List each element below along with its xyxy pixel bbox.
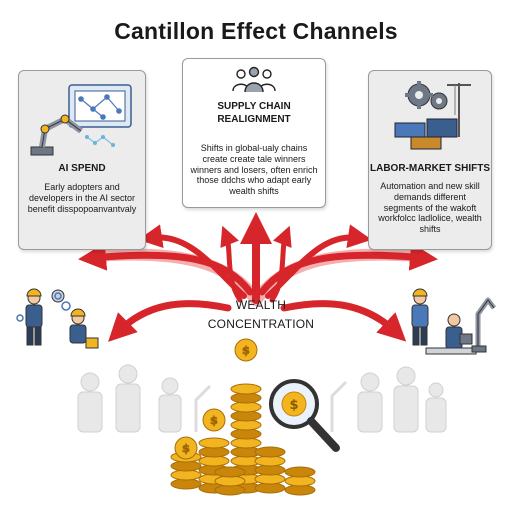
coin <box>214 466 246 478</box>
dollar-coin <box>234 338 258 362</box>
supply-chain-title-line-2: REALIGNMENT <box>217 113 291 125</box>
dollar-coin <box>202 408 226 432</box>
arrow-inner-left <box>220 225 243 303</box>
dollar-sign-icon: $ <box>182 442 190 455</box>
dollar-sign-icon: $ <box>242 344 250 357</box>
coin <box>230 383 262 395</box>
labor-market-title: LABOR-MARKET SHIFTS <box>370 163 490 174</box>
svg-text:$: $ <box>289 398 298 413</box>
faded-crowd-illustration <box>77 364 447 433</box>
arrow-lower-left <box>108 300 232 342</box>
card-ai-spend: AI SPEND Early adopters and developers i… <box>18 70 146 250</box>
center-label-line-1: WEALTH <box>235 298 287 312</box>
arrow-upper-right <box>258 242 438 296</box>
coin <box>254 446 286 458</box>
arrow-upper-left <box>78 242 254 296</box>
card-supply-chain: SUPPLY CHAIN REALIGNMENT Shifts in globa… <box>182 58 326 208</box>
card-labor-market: LABOR-MARKET SHIFTS Automation and new s… <box>368 70 492 250</box>
arrow-inner-right <box>269 225 292 303</box>
robot-arm-network-icon <box>30 84 132 156</box>
magnifier-icon: $ <box>269 379 340 452</box>
center-label-line-2: CONCENTRATION <box>207 316 315 331</box>
workers-left-illustration <box>16 288 99 349</box>
supply-chain-title-line-1: SUPPLY CHAIN <box>217 101 291 112</box>
gears-containers-icon <box>394 81 471 150</box>
dollar-sign-icon: $ <box>210 414 218 427</box>
page-title: Cantillon Effect Channels <box>114 18 398 44</box>
labor-market-body: Automation and new skill demands differe… <box>378 181 482 235</box>
people-group-icon <box>232 66 276 93</box>
dollar-coin <box>174 436 198 460</box>
supply-chain-title: SUPPLY CHAIN REALIGNMENT <box>183 101 325 126</box>
center-label: WEALTH CONCENTRATION <box>206 296 316 333</box>
ai-spend-title: AI SPEND <box>58 163 106 174</box>
ai-spend-body: Early adopters and developers in the AI … <box>27 182 137 214</box>
coin <box>284 466 316 478</box>
workers-right-illustration <box>411 288 496 355</box>
coin <box>198 437 230 449</box>
arrow-lower-right <box>280 300 407 342</box>
supply-chain-body: Shifts in global-ualy chains create crea… <box>190 143 318 197</box>
